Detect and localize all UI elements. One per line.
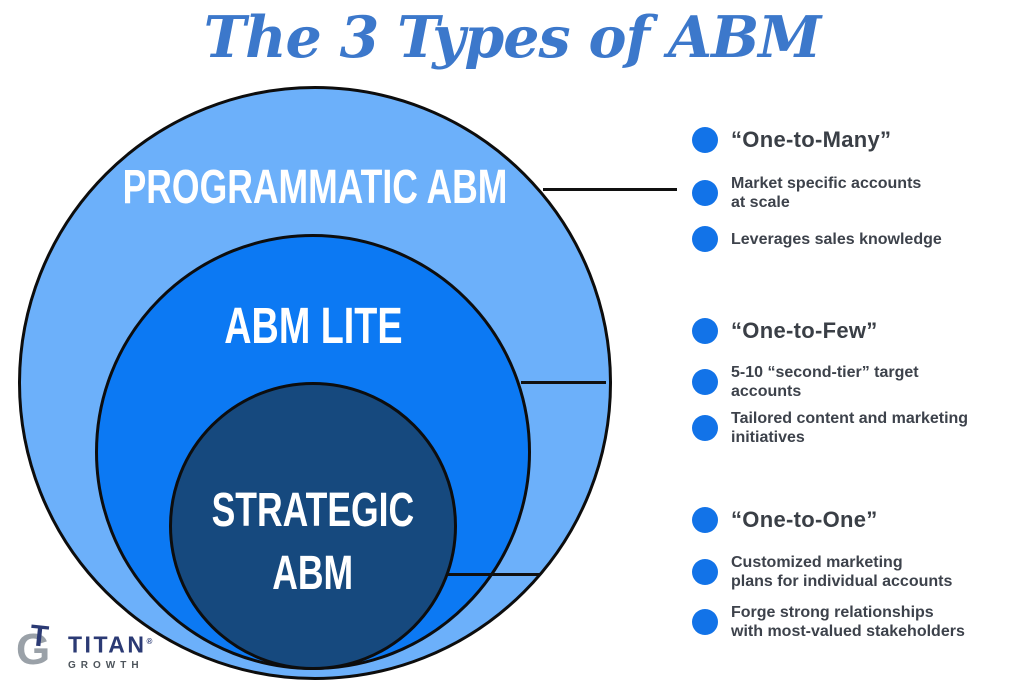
- bullet-dot-icon: [692, 318, 718, 344]
- logo-titan-text: TITAN®: [68, 630, 152, 657]
- bullet-text-line: Customized marketing: [731, 554, 903, 571]
- bullet-dot-icon: [692, 180, 718, 206]
- bullet-dot-icon: [692, 127, 718, 153]
- titan-growth-logo-icon: G T: [16, 619, 66, 674]
- bullet-text-line: Market specific accounts: [731, 175, 922, 192]
- logo-g-glyph: G: [16, 625, 51, 674]
- bullet-text-line: plans for individual accounts: [731, 573, 953, 590]
- group-3-item-1-row: Customized marketing plans for individual…: [692, 553, 952, 591]
- group-heading: “One-to-Few”: [731, 318, 878, 343]
- group-3-item-2-row: Forge strong relationships with most-valu…: [692, 603, 965, 641]
- group-2-item-2-row: Tailored content and marketing initiative…: [692, 409, 968, 447]
- bullet-dot-icon: [692, 609, 718, 635]
- bullet-text-line: Forge strong relationships: [731, 604, 934, 621]
- logo-growth-text: GROWTH: [68, 659, 144, 671]
- bullet-text-line: Tailored content and marketing: [731, 410, 969, 427]
- bullet-dot-icon: [692, 226, 718, 252]
- bullet-text-line: 5-10 “second-tier” target: [731, 364, 919, 381]
- bullet-text-line: at scale: [731, 194, 790, 211]
- bullet-dot-icon: [692, 559, 718, 585]
- label-abm-lite-text: ABM LITE: [223, 297, 403, 354]
- label-programmatic-abm-text: PROGRAMMATIC ABM: [122, 161, 508, 214]
- bullet-text: Customized marketing plans for individual…: [731, 553, 952, 591]
- group-heading: “One-to-Many”: [731, 127, 892, 152]
- group-1-item-1-row: Market specific accounts at scale: [692, 174, 921, 212]
- label-strategic-line1: STRATEGIC: [211, 484, 415, 537]
- bullet-dot-icon: [692, 507, 718, 533]
- label-programmatic-abm: PROGRAMMATIC ABM: [18, 160, 612, 215]
- bullet-text-line: Leverages sales knowledge: [731, 230, 942, 248]
- group-1-item-2-row: Leverages sales knowledge: [692, 226, 942, 252]
- titan-growth-logo: G T TITAN® GROWTH: [16, 619, 206, 678]
- bullet-text-line: accounts: [731, 383, 802, 400]
- connector-line-programmatic: [543, 188, 677, 191]
- label-abm-lite: ABM LITE: [95, 296, 531, 355]
- group-2-heading-row: “One-to-Few”: [692, 318, 878, 344]
- logo-wordmark: TITAN® GROWTH: [68, 630, 152, 671]
- bullet-dot-icon: [692, 415, 718, 441]
- group-heading: “One-to-One”: [731, 507, 878, 532]
- bullet-text: Tailored content and marketing initiative…: [731, 409, 968, 447]
- connector-line-strategic: [448, 573, 540, 576]
- bullet-text-line: initiatives: [731, 429, 805, 446]
- circle-strategic-abm: [169, 382, 457, 670]
- bullet-dot-icon: [692, 369, 718, 395]
- bullet-text: 5-10 “second-tier” target accounts: [731, 363, 919, 401]
- group-2-item-1-row: 5-10 “second-tier” target accounts: [692, 363, 919, 401]
- group-3-heading-row: “One-to-One”: [692, 507, 878, 533]
- group-1-heading-row: “One-to-Many”: [692, 127, 891, 153]
- label-strategic-abm: STRATEGIC ABM: [169, 479, 457, 605]
- bullet-text: Leverages sales knowledge: [731, 230, 942, 249]
- logo-titan-word: TITAN: [68, 631, 147, 658]
- label-strategic-line2: ABM: [272, 547, 354, 600]
- connector-line-abm-lite: [521, 381, 606, 384]
- bullet-text: Forge strong relationships with most-valu…: [731, 603, 965, 641]
- registered-mark-icon: ®: [146, 637, 153, 646]
- page-title: The 3 Types of ABM: [203, 4, 822, 71]
- bullet-text: Market specific accounts at scale: [731, 174, 921, 212]
- bullet-text-line: with most-valued stakeholders: [731, 623, 965, 640]
- logo-t-glyph: T: [28, 619, 51, 654]
